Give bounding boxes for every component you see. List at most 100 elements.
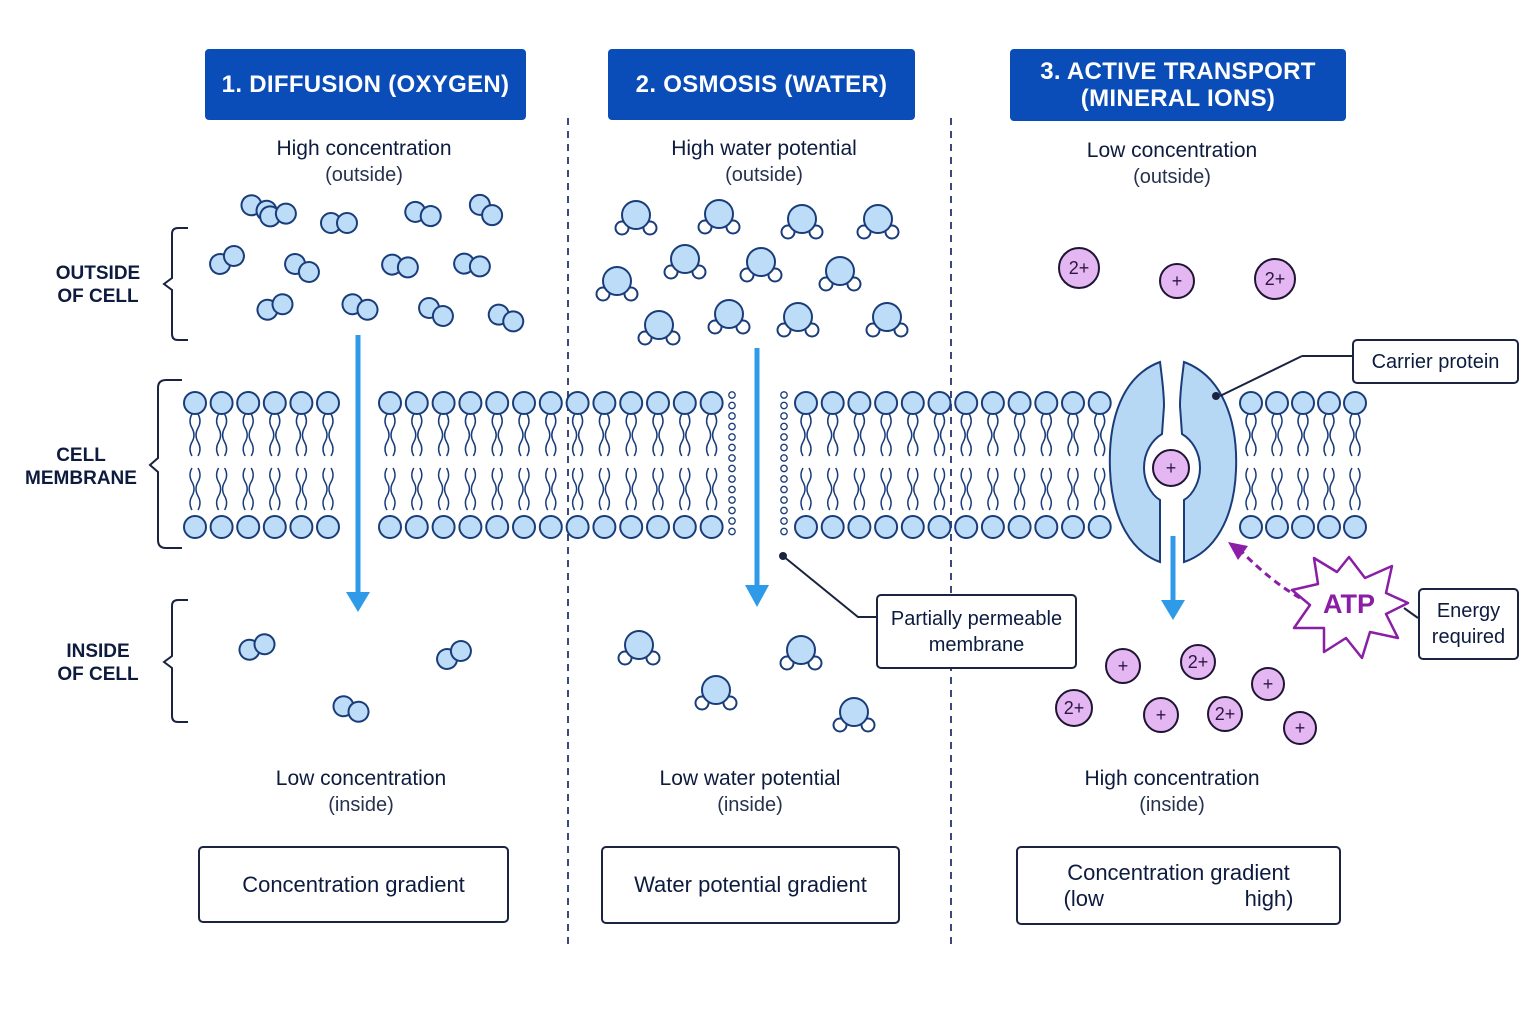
atp-label: ATP — [1323, 589, 1375, 619]
ion-charge-label: 2+ — [1188, 652, 1209, 672]
lipid-tail — [384, 413, 396, 457]
membrane-line1: CELL — [56, 445, 106, 466]
lipid-tail — [545, 413, 557, 457]
lipid-head — [954, 391, 979, 415]
water-molecule — [697, 199, 741, 235]
mineral-ion: 2+ — [1180, 644, 1216, 680]
lipid-tail — [1297, 467, 1309, 511]
inside-line1: INSIDE — [66, 641, 130, 662]
oxygen-molecule — [341, 293, 379, 321]
lipid-tail — [269, 467, 281, 511]
lipid-tail — [1349, 413, 1361, 457]
osmosis-bottom-sub: (inside) — [717, 794, 783, 816]
mineral-ion: + — [1159, 263, 1195, 299]
lipid-tail — [322, 413, 334, 457]
active-transport-arrow-head — [1161, 600, 1185, 620]
osmosis-top-label-text: High water potential — [671, 137, 857, 160]
lipid-head — [316, 515, 340, 539]
lipid-head — [900, 515, 925, 539]
channel-dot — [780, 517, 788, 525]
active-bottom-label-text: High concentration — [1084, 767, 1260, 790]
lipid-head — [183, 515, 207, 539]
channel-dot — [780, 401, 788, 410]
diffusion-top-label: High concentration (outside) — [214, 136, 514, 188]
lipid-head — [289, 515, 314, 539]
carrier-protein — [1108, 360, 1238, 564]
lipid-tail — [1323, 413, 1335, 457]
osmosis-top-label: High water potential (outside) — [614, 136, 914, 188]
lipid-tail — [411, 467, 423, 511]
lipid-tail — [907, 467, 919, 511]
permeable-membrane-callout: Partially permeable membrane — [876, 594, 1077, 669]
lipid-head — [1007, 515, 1032, 539]
ion-charge-label: + — [1295, 718, 1306, 738]
lipid-head — [565, 515, 590, 539]
lipid-tail — [215, 467, 228, 511]
lipid-head — [847, 391, 872, 415]
permeable-channel — [728, 391, 788, 536]
lipid-tail — [800, 467, 812, 511]
water-molecule — [614, 200, 658, 236]
lipid-tail — [322, 467, 334, 511]
active-top-label: Low concentration (outside) — [1022, 138, 1322, 190]
outside-of-cell-label: OUTSIDE OF CELL — [38, 262, 158, 308]
active-transport-title: 3. ACTIVE TRANSPORT (MINERAL IONS) — [1010, 49, 1346, 121]
ion-charge-label: 2+ — [1064, 698, 1085, 718]
channel-dot — [780, 433, 788, 441]
lipid-head — [820, 515, 845, 539]
active-gradient-line1: Concentration gradient — [1067, 859, 1290, 885]
lipid-tail — [1067, 467, 1079, 511]
ion-charge-label: + — [1118, 656, 1129, 676]
outside-bracket — [162, 227, 188, 341]
lipid-tail — [987, 413, 999, 457]
oxygen-molecule — [418, 297, 454, 327]
lipid-head — [1061, 391, 1085, 415]
water-molecule — [739, 247, 783, 283]
active-transport-title-line2: (MINERAL IONS) — [1080, 85, 1276, 112]
diffusion-gradient-text: Concentration gradient — [242, 871, 465, 897]
lipid-head — [1343, 515, 1367, 539]
channel-dot — [728, 401, 736, 410]
lipid-head — [512, 391, 536, 415]
water-molecule — [595, 266, 639, 302]
lipid-head — [980, 515, 1005, 539]
channel-dot — [728, 527, 736, 536]
lipid-head — [1317, 515, 1341, 539]
lipid-tail — [1013, 467, 1026, 511]
permeable-membrane-leader — [782, 555, 876, 618]
mineral-ion: + — [1152, 449, 1190, 487]
lipid-tail — [1013, 413, 1026, 457]
lipid-tail — [907, 413, 919, 457]
lipid-tail — [545, 467, 557, 511]
channel-dot — [780, 391, 788, 399]
lipid-tail — [295, 413, 308, 457]
water-molecule — [779, 635, 823, 671]
oxygen-molecule — [487, 303, 525, 333]
diffusion-gradient-box: Concentration gradient — [198, 846, 509, 923]
active-transport-title-line1: 3. ACTIVE TRANSPORT — [1040, 58, 1316, 85]
water-molecule — [663, 244, 707, 280]
lipid-head — [183, 391, 207, 415]
lipid-tail — [1040, 413, 1053, 457]
lipid-head — [316, 391, 340, 415]
oxygen-molecule — [256, 293, 294, 321]
atp-burst — [1290, 555, 1410, 660]
ion-charge-label: + — [1172, 271, 1183, 291]
active-top-sub: (outside) — [1133, 166, 1211, 188]
lipid-head — [927, 515, 952, 539]
lipid-head — [672, 391, 697, 415]
energy-required-callout: Energy required — [1418, 588, 1519, 660]
oxygen-molecule — [209, 245, 245, 275]
oxygen-molecule — [468, 193, 504, 227]
cell-membrane-label: CELL MEMBRANE — [18, 444, 144, 490]
lipid-head — [794, 391, 818, 415]
lipid-tail — [189, 413, 201, 457]
mineral-ion: + — [1251, 667, 1285, 701]
lipid-head — [1239, 515, 1263, 539]
lipid-head — [458, 391, 483, 415]
oxygen-molecule — [332, 695, 370, 723]
lipid-head — [1007, 391, 1032, 415]
water-molecule — [694, 675, 738, 711]
lipid-head — [565, 391, 590, 415]
